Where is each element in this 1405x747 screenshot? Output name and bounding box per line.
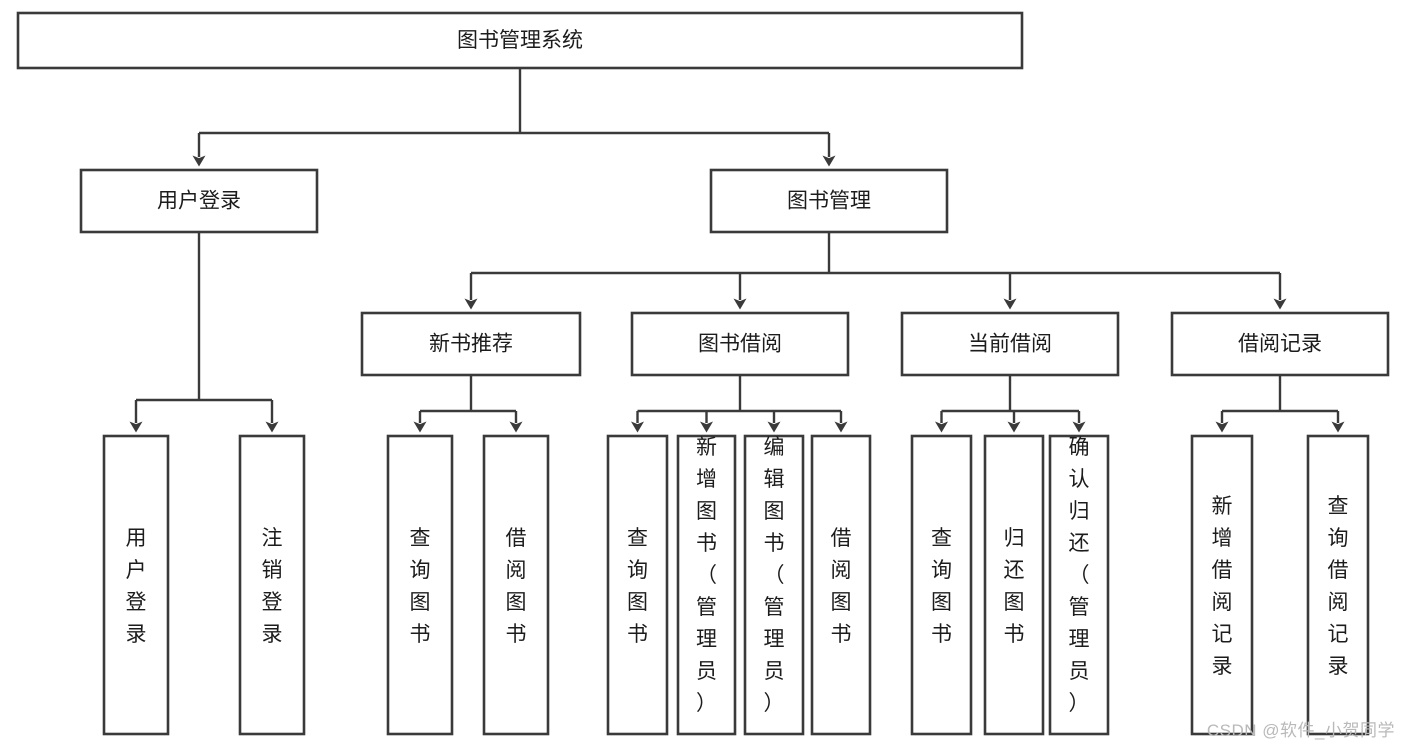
leaf-node-1[interactable] [102, 434, 170, 736]
leaf-node-7-label: 编辑图书（管理员） [764, 436, 785, 715]
leaf-node-9-label: 查询图书 [931, 527, 952, 646]
leaf-node-13-label: 查询借阅记录 [1328, 495, 1349, 678]
level3-node-4-rect[interactable] [1170, 311, 1390, 377]
leaf-node-7[interactable] [743, 434, 805, 736]
level3-node-1-label: 新书推荐 [429, 333, 513, 356]
level2-node-2[interactable] [709, 168, 949, 234]
leaf-node-11[interactable] [1048, 434, 1110, 736]
level2-node-2-label: 图书管理 [787, 190, 871, 213]
level2-node-1[interactable] [79, 168, 319, 234]
level2-node-1-label: 用户登录 [157, 190, 241, 213]
leaf-node-4-label: 借阅图书 [506, 527, 527, 646]
level2-node-1-rect[interactable] [79, 168, 319, 234]
leaf-node-3-rect[interactable] [386, 434, 454, 736]
leaf-node-5-rect[interactable] [606, 434, 669, 736]
leaf-node-6-label: 新增图书（管理员） [696, 436, 717, 715]
root-node-图书管理系统-label: 图书管理系统 [457, 29, 583, 52]
leaf-node-2-rect[interactable] [238, 434, 306, 736]
leaf-node-5-label: 查询图书 [627, 527, 648, 646]
leaf-node-12-label: 新增借阅记录 [1212, 495, 1233, 678]
leaf-node-8-rect[interactable] [810, 434, 872, 736]
leaf-node-1-rect[interactable] [102, 434, 170, 736]
leaf-node-2[interactable] [238, 434, 306, 736]
root-node-图书管理系统-rect[interactable] [16, 11, 1024, 70]
leaf-node-13[interactable] [1306, 434, 1370, 736]
leaf-node-10[interactable] [983, 434, 1045, 736]
leaf-node-3-label: 查询图书 [410, 527, 431, 646]
leaf-node-8[interactable] [810, 434, 872, 736]
level3-node-2[interactable] [630, 311, 850, 377]
leaf-node-8-label: 借阅图书 [831, 527, 852, 646]
leaf-node-6-rect[interactable] [676, 434, 737, 736]
level3-node-1-rect[interactable] [360, 311, 582, 377]
leaf-node-12[interactable] [1190, 434, 1254, 736]
level3-node-1[interactable] [360, 311, 582, 377]
leaf-node-4-rect[interactable] [482, 434, 550, 736]
node-label-layer: 图书管理系统用户登录图书管理新书推荐图书借阅当前借阅借阅记录用户登录注销登录查询… [126, 29, 1349, 715]
node-box-layer [16, 11, 1390, 736]
leaf-node-2-label: 注销登录 [262, 527, 283, 646]
connector-layer [129, 68, 1345, 433]
level3-node-2-label: 图书借阅 [698, 333, 782, 356]
leaf-node-7-rect[interactable] [743, 434, 805, 736]
level3-node-3-rect[interactable] [900, 311, 1120, 377]
leaf-node-11-label: 确认归还（管理员） [1069, 436, 1090, 715]
level2-node-2-rect[interactable] [709, 168, 949, 234]
leaf-node-9[interactable] [910, 434, 973, 736]
level3-node-2-rect[interactable] [630, 311, 850, 377]
leaf-node-6[interactable] [676, 434, 737, 736]
level3-node-4-label: 借阅记录 [1238, 333, 1322, 356]
leaf-node-10-rect[interactable] [983, 434, 1045, 736]
leaf-node-5[interactable] [606, 434, 669, 736]
leaf-node-4[interactable] [482, 434, 550, 736]
leaf-node-13-rect[interactable] [1306, 434, 1370, 736]
leaf-node-3[interactable] [386, 434, 454, 736]
leaf-node-1-label: 用户登录 [126, 527, 147, 646]
leaf-node-12-rect[interactable] [1190, 434, 1254, 736]
root-node-图书管理系统[interactable] [16, 11, 1024, 70]
leaf-node-11-rect[interactable] [1048, 434, 1110, 736]
leaf-node-10-label: 归还图书 [1004, 527, 1025, 646]
level3-node-3-label: 当前借阅 [968, 333, 1052, 356]
leaf-node-9-rect[interactable] [910, 434, 973, 736]
level3-node-4[interactable] [1170, 311, 1390, 377]
level3-node-3[interactable] [900, 311, 1120, 377]
